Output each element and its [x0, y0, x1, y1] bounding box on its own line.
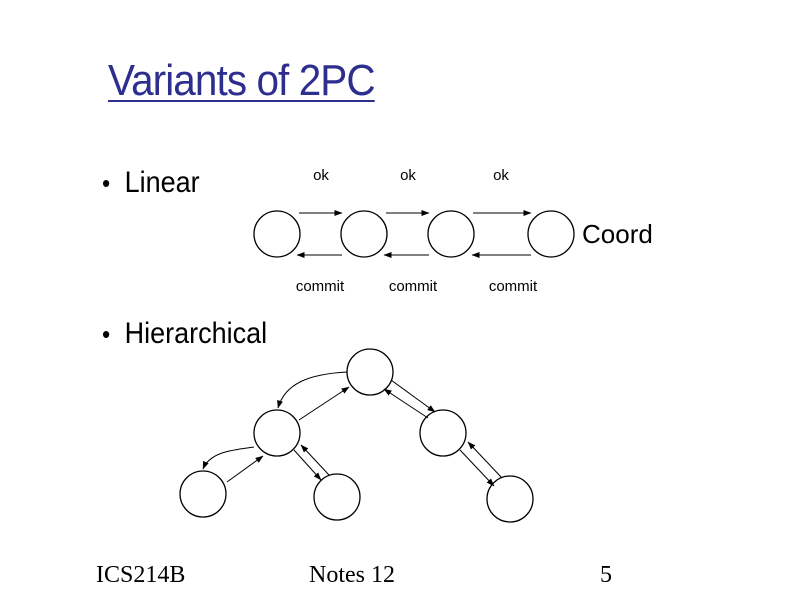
linear-node-1 [253, 210, 301, 258]
slide-title: Variants of 2PC [108, 56, 376, 105]
footer-course: ICS214B [96, 562, 186, 588]
tree-node-right [419, 409, 467, 457]
tree-arrow-right-to-child [459, 449, 495, 487]
bullet-dot: • [102, 318, 111, 349]
tree-arrow-right-to-root [383, 388, 429, 419]
commit-label-2: commit [389, 278, 438, 295]
tree-arrow-leftright-to-left [300, 444, 330, 476]
linear-node-3 [427, 210, 475, 258]
tree-arrow-root-to-left [277, 371, 348, 409]
commit-label-3: commit [489, 278, 538, 295]
coord-label: Coord [582, 219, 653, 249]
tree-arrow-child-to-right [467, 441, 503, 479]
tree-node-left-right [313, 473, 361, 521]
bullet-linear-label: Linear [124, 166, 200, 199]
ok-label-3: ok [493, 167, 509, 184]
tree-arrow-left-to-leftright [293, 449, 322, 481]
linear-node-2 [340, 210, 388, 258]
linear-node-coord [527, 210, 575, 258]
tree-arrow-left-to-leftleft [202, 446, 255, 470]
footer-page-number: 5 [600, 562, 612, 588]
bullet-hierarchical-label: Hierarchical [124, 317, 268, 350]
tree-arrow-left-to-root [298, 386, 350, 421]
tree-arrow-leftleft-to-left [226, 455, 264, 483]
bullet-dot: • [102, 167, 111, 198]
tree-node-left-left [179, 470, 227, 518]
hierarchical-diagram [179, 348, 534, 523]
tree-node-root [346, 348, 394, 396]
tree-arrow-root-to-right [390, 379, 436, 413]
footer-notes: Notes 12 [309, 562, 395, 588]
ok-label-2: ok [400, 167, 416, 184]
bullet-hierarchical: • Hierarchical [102, 317, 267, 351]
ok-label-1: ok [313, 167, 329, 184]
tree-node-right-child [486, 475, 534, 523]
bullet-linear: • Linear [102, 166, 200, 200]
linear-diagram: ok ok ok commit commit commit Coord [253, 167, 653, 295]
commit-label-1: commit [296, 278, 345, 295]
tree-node-left [253, 409, 301, 457]
